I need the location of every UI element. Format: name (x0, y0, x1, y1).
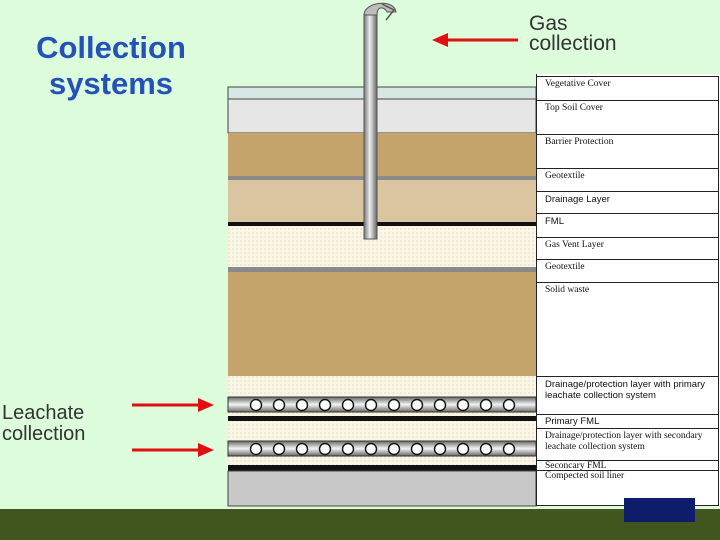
leachate-label-line-1: Leachate (2, 402, 85, 424)
legend-row: Gas Vent Layer (537, 237, 719, 259)
legend-row: FML (537, 213, 719, 237)
layer-geotextile-upper (228, 176, 536, 180)
leachate-arrow-primary (132, 398, 214, 412)
layer-gas-vent (228, 226, 536, 267)
legend-row: Geotextile (537, 259, 719, 282)
legend-row: Vegetative Cover (537, 76, 719, 100)
gas-collection-label: Gas collection (529, 12, 617, 55)
layer-legend: Vegetative Cover Top Soil Cover Barrier … (536, 74, 720, 506)
page-number-box (624, 498, 695, 522)
layer-secondary-fml (228, 465, 536, 471)
title-line-2: systems (48, 66, 174, 101)
layer-top-soil (227, 98, 537, 134)
legend-row: Primary FML (537, 414, 719, 428)
legend-row: Seconcary FML (537, 460, 719, 471)
gas-label-line-2: collection (529, 32, 617, 55)
layer-drainage (228, 180, 536, 222)
gas-label-line-1: Gas (529, 12, 568, 35)
legend-row: Drainage/protection layer with secondary… (537, 428, 719, 460)
leachate-label-line-2: collection (2, 423, 86, 445)
title-line-1: Collection (36, 30, 186, 65)
slide-title: Collection systems (14, 30, 208, 102)
gas-arrow (432, 33, 518, 47)
layer-fml (228, 222, 536, 226)
layer-solid-waste (228, 272, 536, 376)
legend-row: Barrier Protection (537, 134, 719, 168)
legend-row: Drainage Layer (537, 191, 719, 213)
primary-leachate-pipe (227, 396, 537, 413)
legend-row: Drainage/protection layer with primary l… (537, 376, 719, 414)
layer-primary-fml (228, 416, 536, 421)
layer-geotextile-lower (228, 267, 536, 272)
secondary-leachate-pipe (227, 440, 537, 457)
leachate-arrow-secondary (132, 443, 214, 457)
legend-row: Top Soil Cover (537, 100, 719, 134)
leachate-collection-label: Leachate collection (2, 403, 85, 445)
footer-bar (0, 509, 720, 540)
legend-row: Geotextile (537, 168, 719, 191)
layer-vegetative-cover (227, 86, 537, 100)
layer-compacted-soil (227, 470, 537, 507)
layer-barrier-protection (228, 133, 536, 176)
gas-vent-pipe (363, 2, 397, 240)
legend-row: Solid waste (537, 282, 719, 376)
